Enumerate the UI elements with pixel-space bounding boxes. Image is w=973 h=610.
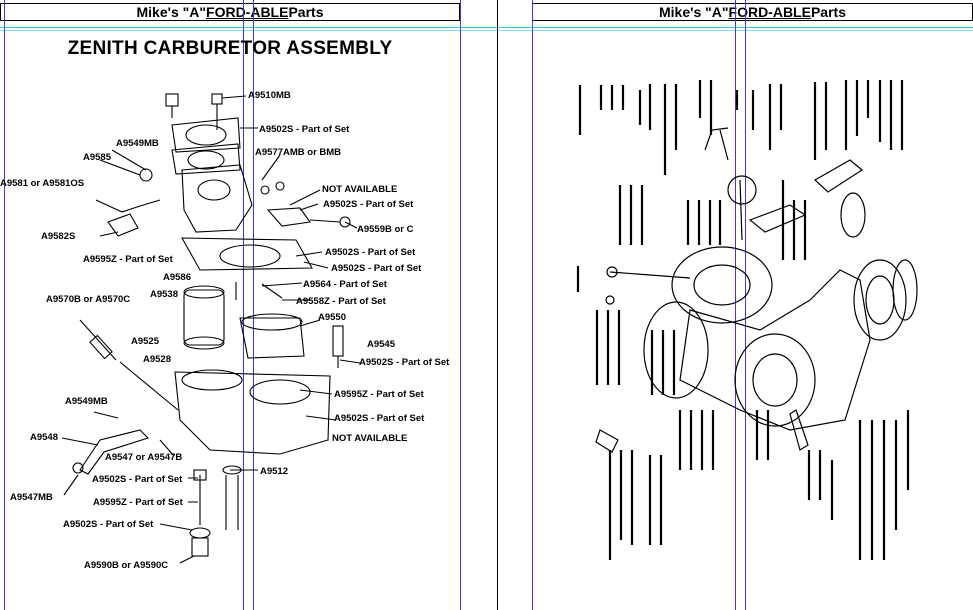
part-label: A9595Z - Part of Set [93, 497, 183, 508]
guide-line [532, 0, 533, 610]
part-label: A9502S - Part of Set [325, 247, 416, 258]
guide-line [253, 0, 254, 610]
part-label: A9525 [131, 336, 159, 347]
part-label: A9528 [143, 354, 171, 365]
part-label: A9548 [30, 432, 58, 443]
part-label: A9502S - Part of Set [323, 199, 414, 210]
guide-line [745, 0, 746, 610]
header-text-pre: Mike's "A" [136, 4, 207, 20]
part-label: A9550 [318, 312, 346, 323]
part-label: A9538 [150, 289, 178, 300]
part-label: A9512 [260, 466, 288, 477]
part-label: A9502S - Part of Set [63, 519, 154, 530]
guide-line [0, 30, 973, 31]
part-label: A9549MB [65, 396, 108, 407]
part-label: A9577AMB or BMB [255, 147, 342, 158]
part-label: A9545 [367, 339, 395, 350]
part-label: A9582S [41, 231, 76, 242]
part-label: NOT AVAILABLE [322, 184, 398, 195]
part-label: A9502S - Part of Set [334, 413, 425, 424]
part-label: A9559B or C [357, 224, 414, 235]
part-label: A9510MB [248, 90, 291, 101]
part-label: A9502S - Part of Set [259, 124, 350, 135]
header-text-post: Parts [288, 4, 324, 20]
page-divider [497, 0, 498, 610]
header-text-post: Parts [810, 4, 846, 20]
part-label: A9502S - Part of Set [359, 357, 450, 368]
part-label: A9547 or A9547B [105, 452, 183, 463]
part-label: A9564 - Part of Set [303, 279, 387, 290]
page-header-left: Mike's "A" FORD-ABLE Parts [0, 3, 460, 21]
part-label: A9595Z - Part of Set [83, 254, 173, 265]
guide-line [735, 0, 736, 610]
guide-line [0, 27, 973, 28]
part-label: NOT AVAILABLE [332, 433, 408, 444]
part-label: A9547MB [10, 492, 53, 503]
part-label: A9581 or A9581OS [0, 178, 85, 189]
header-brand: FORD-ABLE [728, 4, 811, 20]
page-header-right: Mike's "A" FORD-ABLE Parts [532, 3, 973, 21]
part-label: A9570B or A9570C [46, 294, 131, 305]
header-text-pre: Mike's "A" [659, 4, 729, 20]
guide-line [460, 0, 461, 610]
part-label: A9586 [163, 272, 191, 283]
part-label: A9585 [83, 152, 111, 163]
guide-line [4, 0, 5, 610]
guide-line [243, 0, 244, 610]
part-label: A9558Z - Part of Set [296, 296, 386, 307]
header-brand: FORD-ABLE [206, 4, 289, 20]
part-label: A9502S - Part of Set [92, 474, 183, 485]
part-label: A9549MB [116, 138, 159, 149]
page-title: ZENITH CARBURETOR ASSEMBLY [67, 38, 393, 59]
part-label: A9502S - Part of Set [331, 263, 422, 274]
part-label: A9590B or A9590C [84, 560, 169, 571]
part-label: A9595Z - Part of Set [334, 389, 424, 400]
